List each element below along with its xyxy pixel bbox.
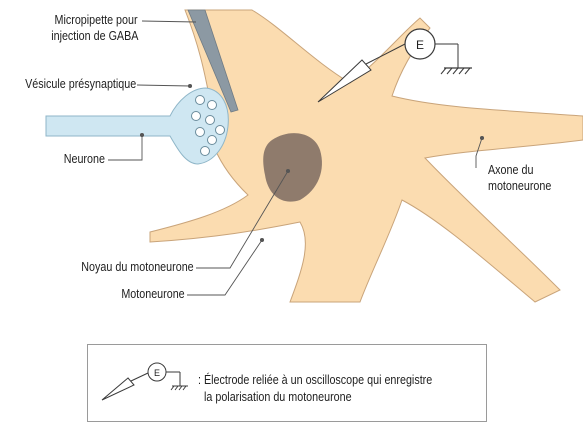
label-neuron: Neurone [64, 152, 105, 167]
label-nucleus: Noyau du motoneurone [82, 260, 194, 275]
electrode-letter: E [416, 38, 424, 52]
legend-line2: la polarisation du motoneurone [204, 390, 352, 404]
legend-electrode-icon: E [98, 358, 198, 408]
legend-line1: : Électrode reliée à un oscilloscope qui… [198, 373, 432, 387]
legend-electrode-letter: E [154, 368, 160, 378]
label-vesicle: Vésicule présynaptique [25, 77, 136, 92]
label-micropipette-line1: Micropipette pour [55, 13, 138, 28]
label-micropipette-line2: injection de GABA [51, 29, 138, 44]
label-motoneuron: Motoneurone [122, 287, 185, 302]
label-axon-line1: Axone du [488, 163, 533, 178]
label-axon-line2: motoneurone [488, 179, 551, 194]
